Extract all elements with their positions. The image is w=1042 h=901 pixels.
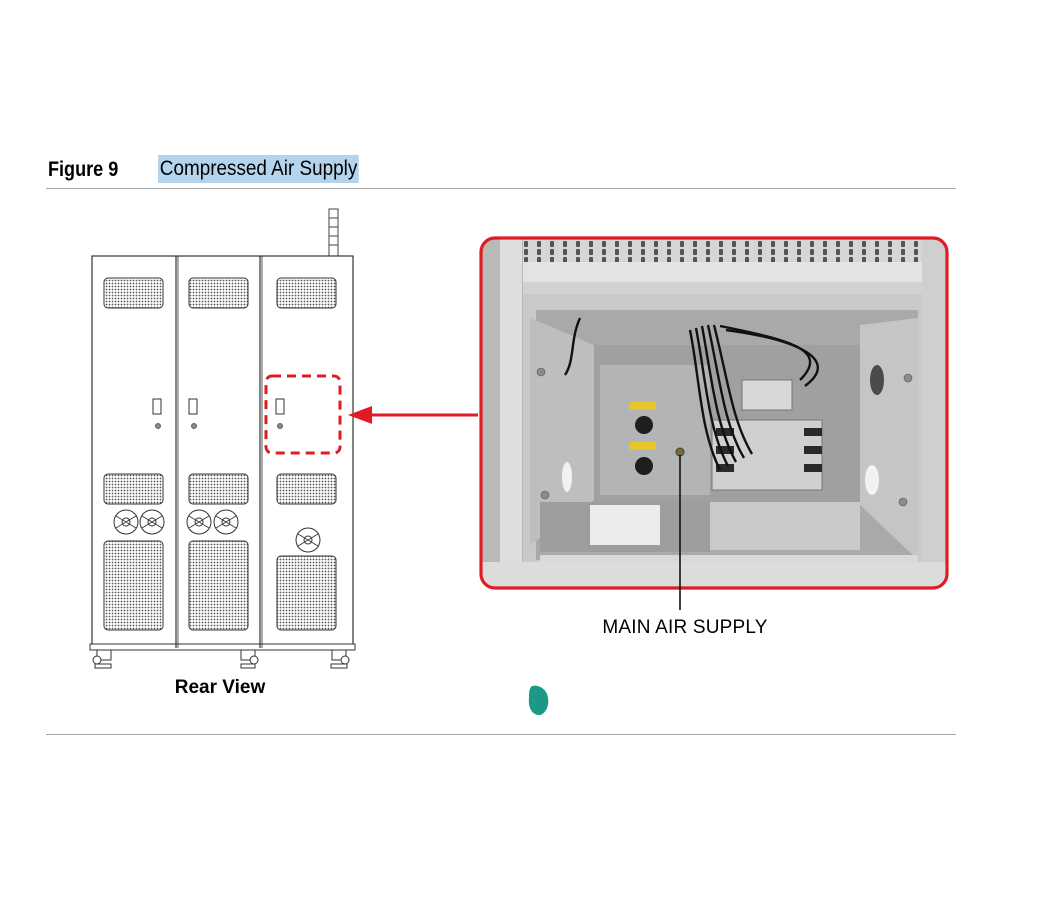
photo-panel bbox=[479, 236, 949, 590]
callout-arrow bbox=[348, 406, 478, 424]
teal-drop-icon bbox=[528, 685, 549, 716]
main-air-supply-label: MAIN AIR SUPPLY bbox=[602, 617, 768, 638]
top-rule bbox=[46, 188, 956, 189]
figure-title: Compressed Air Supply bbox=[158, 155, 360, 183]
cabinet-rear-drawing bbox=[89, 208, 356, 669]
figure-number: Figure 9 bbox=[48, 158, 119, 181]
figure-caption: Figure 9 Compressed Air Supply bbox=[48, 155, 360, 185]
highlight-dashed-box bbox=[264, 374, 342, 455]
photo-callout-border bbox=[479, 236, 949, 590]
bottom-rule bbox=[46, 734, 956, 735]
rear-view-label: Rear View bbox=[174, 677, 266, 698]
